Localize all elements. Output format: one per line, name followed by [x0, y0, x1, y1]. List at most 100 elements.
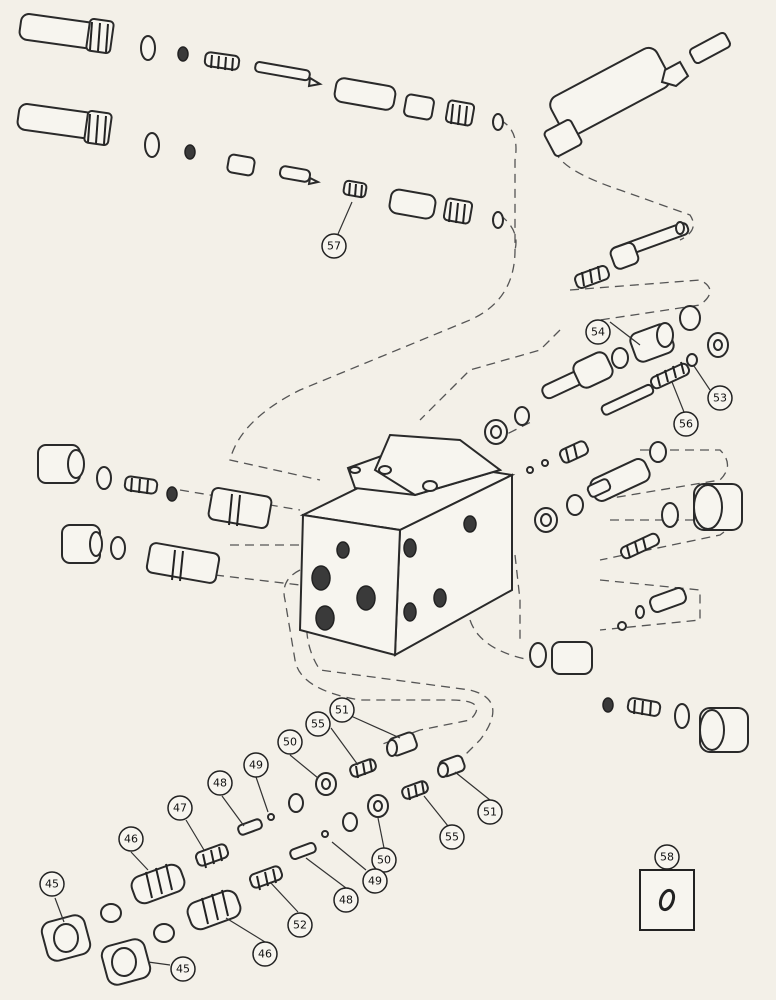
o-ring — [661, 502, 679, 528]
cartridge-body-top — [18, 13, 115, 54]
svg-text:49: 49 — [249, 759, 263, 772]
callout-48-upper: 48 — [207, 770, 233, 796]
svg-text:53: 53 — [713, 392, 727, 405]
callout-58: 58 — [654, 844, 680, 870]
upper-cartridge-row — [16, 13, 504, 229]
screw-46-lower — [186, 889, 242, 931]
spring-56 — [649, 361, 691, 390]
assembly-guide-lines — [179, 119, 742, 761]
lower-components — [40, 731, 466, 986]
svg-text:46: 46 — [258, 948, 272, 961]
callout-46-upper: 46 — [118, 826, 144, 852]
svg-text:48: 48 — [213, 777, 227, 790]
sleeve-top — [333, 77, 397, 111]
callout-49-upper: 49 — [243, 752, 269, 778]
pin-right — [600, 383, 655, 416]
washer — [184, 144, 196, 160]
nut-left-of-spool — [484, 419, 508, 445]
callout-53: 53 — [707, 385, 733, 411]
nut-45-upper — [40, 914, 92, 962]
svg-text:47: 47 — [173, 802, 187, 815]
spring-top — [203, 51, 241, 72]
callout-54: 54 — [585, 319, 611, 345]
svg-text:52: 52 — [293, 919, 307, 932]
plug-top — [403, 93, 435, 121]
svg-text:46: 46 — [124, 833, 138, 846]
o-ring — [100, 903, 122, 923]
svg-text:51: 51 — [335, 704, 349, 717]
piston-right-2 — [586, 458, 651, 502]
o-ring — [649, 441, 667, 463]
left-side-components — [37, 444, 273, 584]
ball-49 — [321, 830, 329, 838]
pin-48-upper — [237, 818, 263, 836]
svg-text:55: 55 — [445, 831, 459, 844]
screw-46-upper — [130, 863, 186, 905]
callout-45-upper: 45 — [39, 871, 65, 897]
o-ring — [514, 406, 530, 426]
o-ring — [96, 466, 112, 490]
plug-large-lower-right — [699, 707, 749, 753]
spring-right-2 — [558, 440, 590, 464]
ball — [541, 459, 549, 467]
spool-right — [609, 222, 690, 270]
svg-text:50: 50 — [283, 736, 297, 749]
item-58-box — [639, 869, 695, 931]
washer — [602, 697, 614, 713]
seat-top — [444, 99, 476, 127]
o-ring — [153, 923, 175, 943]
callout-56: 56 — [673, 411, 699, 437]
callouts: 57 54 53 56 51 51 55 55 50 50 49 49 48 4… — [39, 233, 733, 982]
svg-text:50: 50 — [377, 854, 391, 867]
o-ring — [635, 605, 645, 619]
valve-left-upper — [207, 486, 273, 530]
washer — [177, 46, 189, 62]
washer — [166, 486, 178, 502]
callout-48-lower: 48 — [333, 887, 359, 913]
svg-text:49: 49 — [368, 875, 382, 888]
o-ring — [144, 132, 160, 158]
o-ring — [110, 536, 126, 560]
callout-55-upper: 55 — [305, 711, 331, 737]
nut-45-lower — [100, 938, 152, 986]
callout-51-lower: 51 — [477, 799, 503, 825]
ball-49 — [267, 813, 275, 821]
cap-left-lower — [61, 524, 103, 564]
o-ring — [674, 703, 690, 729]
spring-55-upper — [349, 758, 377, 779]
spool-right-small — [649, 587, 687, 613]
cap-large-right — [693, 483, 743, 531]
sleeve-second — [388, 188, 437, 220]
o-ring — [140, 35, 156, 61]
svg-text:51: 51 — [483, 806, 497, 819]
o-ring-53 — [686, 353, 698, 367]
spring-57 — [342, 179, 368, 199]
ball — [617, 621, 627, 631]
callout-47: 47 — [167, 795, 193, 821]
callout-52: 52 — [287, 912, 313, 938]
callout-46-lower: 46 — [252, 941, 278, 967]
plug-lower-right — [529, 641, 593, 675]
o-ring — [492, 211, 504, 229]
seat-second — [442, 197, 474, 225]
callout-51-upper: 51 — [329, 697, 355, 723]
cap-left-upper — [37, 444, 85, 484]
svg-text:45: 45 — [45, 878, 59, 891]
spring-right-1 — [574, 265, 610, 289]
nut-51-upper — [386, 731, 418, 757]
o-ring — [342, 812, 358, 832]
callout-57: 57 — [321, 233, 347, 259]
o-ring — [675, 221, 685, 235]
o-ring — [288, 793, 304, 813]
callout-50-upper: 50 — [277, 729, 303, 755]
seat-50-upper — [315, 772, 337, 796]
svg-text:58: 58 — [660, 851, 674, 864]
cartridge-body-second — [16, 103, 113, 146]
svg-text:57: 57 — [327, 240, 341, 253]
valve-block — [298, 433, 516, 657]
solenoid-upper-right — [543, 31, 732, 157]
nut-53 — [707, 332, 729, 358]
svg-text:45: 45 — [176, 963, 190, 976]
callout-45-lower: 45 — [170, 956, 196, 982]
